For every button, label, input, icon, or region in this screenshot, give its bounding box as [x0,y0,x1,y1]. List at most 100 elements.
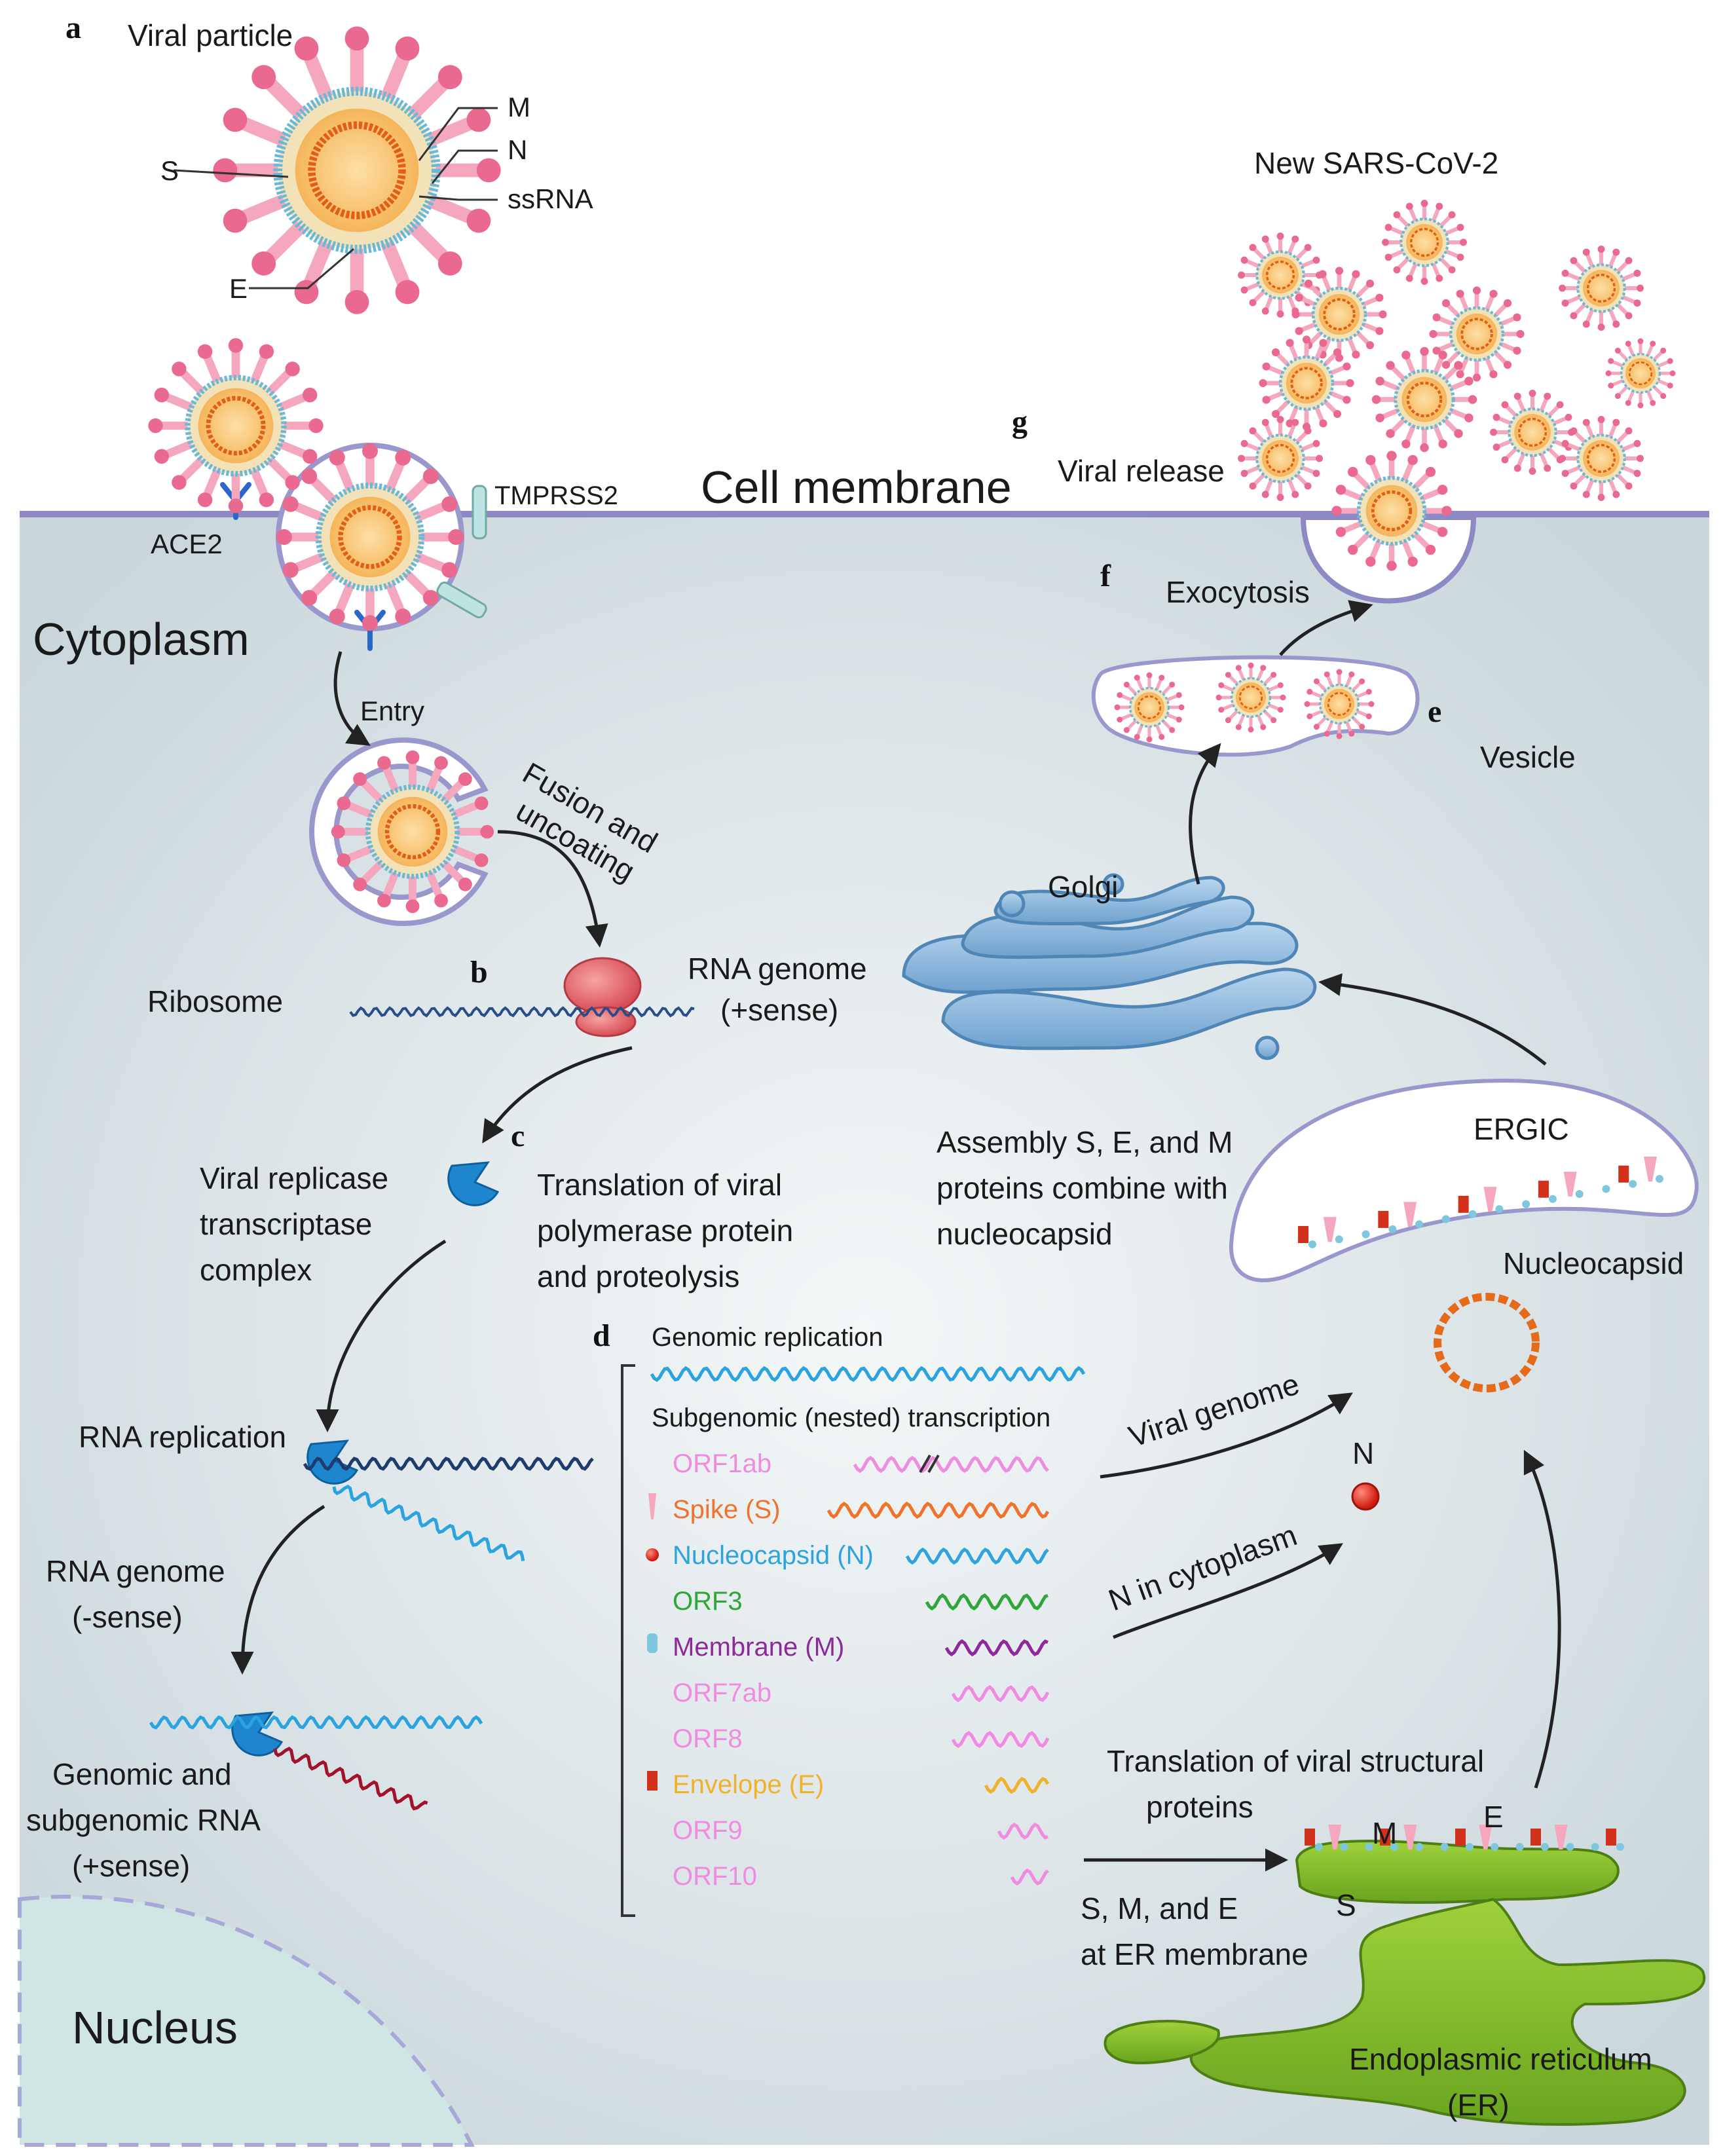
orf-transcript [997,1822,1048,1840]
structural-label-line1: Translation of viral structural [1107,1744,1484,1778]
virion-attaching [148,338,324,513]
spike-icon [648,1493,656,1519]
nucleocapsid-icon [1434,1293,1540,1392]
er-m-label: M [1372,1816,1397,1850]
new-virion [1605,338,1676,409]
new-virion [1238,416,1323,501]
panel-e-label: e [1428,694,1441,729]
replicase-label-line2: transcriptase [200,1207,372,1241]
orf-transcript [905,1547,1049,1565]
transcription-panel: Genomic replication Subgenomic (nested) … [621,1323,1050,1917]
new-virion [1238,232,1323,318]
virion-fusing [331,750,494,914]
new-virion [1382,200,1467,285]
genomic-sub-label-line1: Genomic and [52,1757,232,1791]
particle-leader-lines [173,107,498,289]
ribosome-icon [563,957,642,1037]
virion-endocytosed [276,443,464,631]
ergic-compartment [1229,1078,1699,1282]
membrane-protein-icon [647,1633,658,1653]
golgi-label: Golgi [1048,870,1118,904]
orf-transcript [984,1776,1050,1794]
orf-transcript [944,1639,1048,1657]
arrow-layer [231,600,1561,1872]
genomic-sub-label-line2: subgenomic RNA [26,1803,261,1837]
fusion-arrow [497,830,608,948]
rna-genome-label-line2: (+sense) [720,993,838,1027]
genomic-strand [650,1366,1086,1383]
ergic-membrane-proteins [1298,1157,1663,1248]
er-s-label: S [1336,1888,1356,1922]
vesicle-virion [1215,662,1286,733]
n-cytoplasm-arrow [1113,1543,1343,1639]
panel-b-label: b [470,955,488,990]
new-virion [1559,246,1644,331]
viral-particle-large [213,26,501,314]
endoplasmic-reticulum [1104,1840,1706,2126]
particle-label-s: S [160,155,179,186]
particle-label-n: N [508,134,527,165]
er-name-line1: Endoplasmic reticulum [1349,2042,1652,2076]
orf-label: ORF8 [673,1724,743,1753]
new-virion [1559,416,1644,501]
nucleocapsid-label: Nucleocapsid [1503,1246,1684,1280]
golgi-apparatus [902,873,1317,1060]
new-virion [1259,335,1354,431]
ribosome-label: Ribosome [147,984,283,1018]
new-virion [1371,346,1477,453]
rna-genome-label-line1: RNA genome [688,952,867,986]
translation-label-line1: Translation of viral [537,1168,782,1202]
nucleus-label: Nucleus [72,2002,238,2053]
release-pit [1300,515,1477,604]
orf-transcript [925,1593,1048,1611]
orf-transcript [1010,1868,1049,1886]
orf-label: Membrane (M) [673,1633,844,1662]
new-virion [1331,451,1452,571]
translation-label-line2: polymerase protein [537,1214,793,1248]
entry-label: Entry [360,696,424,726]
new-virion [1490,390,1575,475]
vesicle-label: Vesicle [1480,740,1576,774]
assembly-label-line2: proteins combine with [937,1171,1228,1205]
er-e-label: E [1483,1800,1504,1834]
er-membrane-proteins [1305,1825,1624,1851]
viral-genome-arrow [1100,1392,1353,1479]
mrna-strand [349,1006,695,1018]
orf-label: ORF1ab [673,1449,771,1478]
translation-label-line3: and proteolysis [537,1259,739,1293]
replicase-label-line1: Viral replicase [200,1161,388,1195]
virion-layer [148,26,1676,914]
orf-label: ORF10 [673,1862,757,1891]
viral-particle-title: Viral particle [128,18,293,52]
er-name-line2: (ER) [1447,2088,1510,2122]
nucleocapsid-icon [646,1548,659,1561]
transcription-bracket [621,1364,635,1917]
particle-label-e: E [229,273,248,304]
ergic-label: ERGIC [1474,1112,1569,1146]
orf-transcript [853,1455,1049,1474]
neg-genome-label-line2: (-sense) [72,1600,183,1634]
replication-arrow [316,1239,447,1432]
new-virion [1291,267,1387,362]
subgenomic-transcription-label: Subgenomic (nested) transcription [652,1403,1050,1432]
orf-label: Envelope (E) [673,1770,824,1799]
neg-sense-strand [149,1715,483,1730]
panel-c-label: c [511,1119,525,1153]
assembly-label-line3: nucleocapsid [937,1217,1113,1251]
rna-new-strand [332,1484,525,1561]
panel-d-label: d [593,1318,610,1353]
particle-label-ssrna: ssRNA [508,183,593,214]
er-to-ergic-arrow [1523,1449,1561,1789]
orf-label: ORF7ab [673,1679,771,1707]
orf-label: ORF3 [673,1587,743,1616]
replicase-label-line3: complex [200,1253,312,1287]
cytoplasm-label: Cytoplasm [33,614,250,665]
neg-genome-label-line1: RNA genome [46,1554,225,1588]
golgi-to-vesicle-arrow [1189,743,1221,885]
new-virion [1429,286,1525,382]
pos-sense-strand [273,1747,428,1811]
orf-transcript [951,1730,1050,1749]
particle-label-m: M [508,92,530,122]
sme-label-line1: S, M, and E [1081,1891,1238,1925]
orf-break-mark [919,1455,940,1473]
